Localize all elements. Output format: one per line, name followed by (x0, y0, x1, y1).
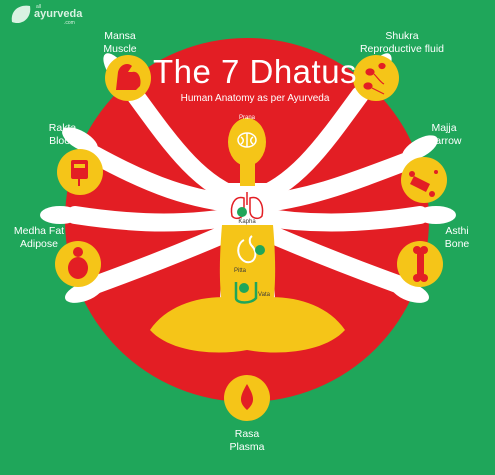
dhatu-label-asthi: Asthi Bone (436, 225, 478, 251)
shukra-circle (353, 55, 399, 101)
page-title: The 7 Dhatus (152, 53, 358, 90)
dhatu-meaning: Reproductive fluid (359, 43, 445, 55)
dhatu-label-rasa: Rasa Plasma (222, 428, 272, 454)
hand-mid-lower-left (40, 206, 80, 224)
adipose-figure-icon (68, 247, 88, 279)
majja-circle (401, 157, 447, 203)
dhatu-name: Rakta (48, 122, 77, 134)
hand-mid-lower-right (416, 206, 456, 224)
leaf-logo-icon (11, 5, 31, 24)
sperm-icon (363, 62, 386, 95)
logo-text-all: all (36, 4, 42, 10)
neck (240, 160, 255, 186)
blood-bag-icon (71, 160, 88, 186)
dhatu-meaning: Plasma (229, 441, 265, 453)
dhatu-label-shukra: Shukra Reproductive fluid (352, 30, 452, 56)
dhatu-label-rakta: Rakta Blood (40, 122, 85, 148)
label-pitta: Pitta (233, 268, 246, 274)
dhatu-meaning: Bone (444, 238, 470, 250)
arm-mid-lower-left (66, 206, 254, 232)
stomach-icon (237, 235, 265, 264)
hand-mid-upper-left (62, 127, 98, 153)
brain-icon (237, 132, 257, 148)
hand-mid-upper-right (402, 135, 438, 161)
bone-marrow-icon (409, 170, 438, 197)
dhatu-meaning: Blood (49, 135, 76, 147)
dhatu-name: Mansa (104, 30, 136, 42)
logo-text-ayurveda: ayurveda (34, 8, 83, 20)
logo-text-com: .com (64, 20, 75, 26)
bone-icon (413, 246, 428, 282)
dhatu-label-mansa: Mansa Muscle (95, 30, 145, 56)
page-subtitle: Human Anatomy as per Ayurveda (180, 93, 330, 104)
dhatu-name: Rasa (234, 428, 260, 440)
dhatu-name: Shukra (385, 30, 419, 42)
dhatu-meaning: Muscle (103, 43, 137, 55)
dhatu-circles (55, 55, 447, 421)
colon-icon (234, 282, 258, 304)
kapha-marker (237, 207, 247, 217)
crossed-legs (150, 297, 345, 353)
flexed-arm-icon (116, 64, 141, 90)
dhatu-name: Majja (431, 122, 457, 134)
dhatu-name: Asthi (445, 225, 469, 237)
dhatu-meaning: Marrow (426, 135, 462, 147)
dhatu-label-medha: Medha Fat Adipose (10, 225, 68, 251)
label-vata: Vata (258, 292, 270, 298)
dhatu-name: Medha Fat (13, 225, 65, 237)
arm-mid-lower-right (241, 206, 429, 232)
dhatu-label-majja: Majja Marrow (420, 122, 468, 148)
blood-drop-icon (240, 384, 254, 410)
dhatu-meaning: Adipose (20, 238, 58, 250)
label-kapha: Kapha (238, 219, 256, 225)
label-prana: Prana (238, 115, 255, 121)
